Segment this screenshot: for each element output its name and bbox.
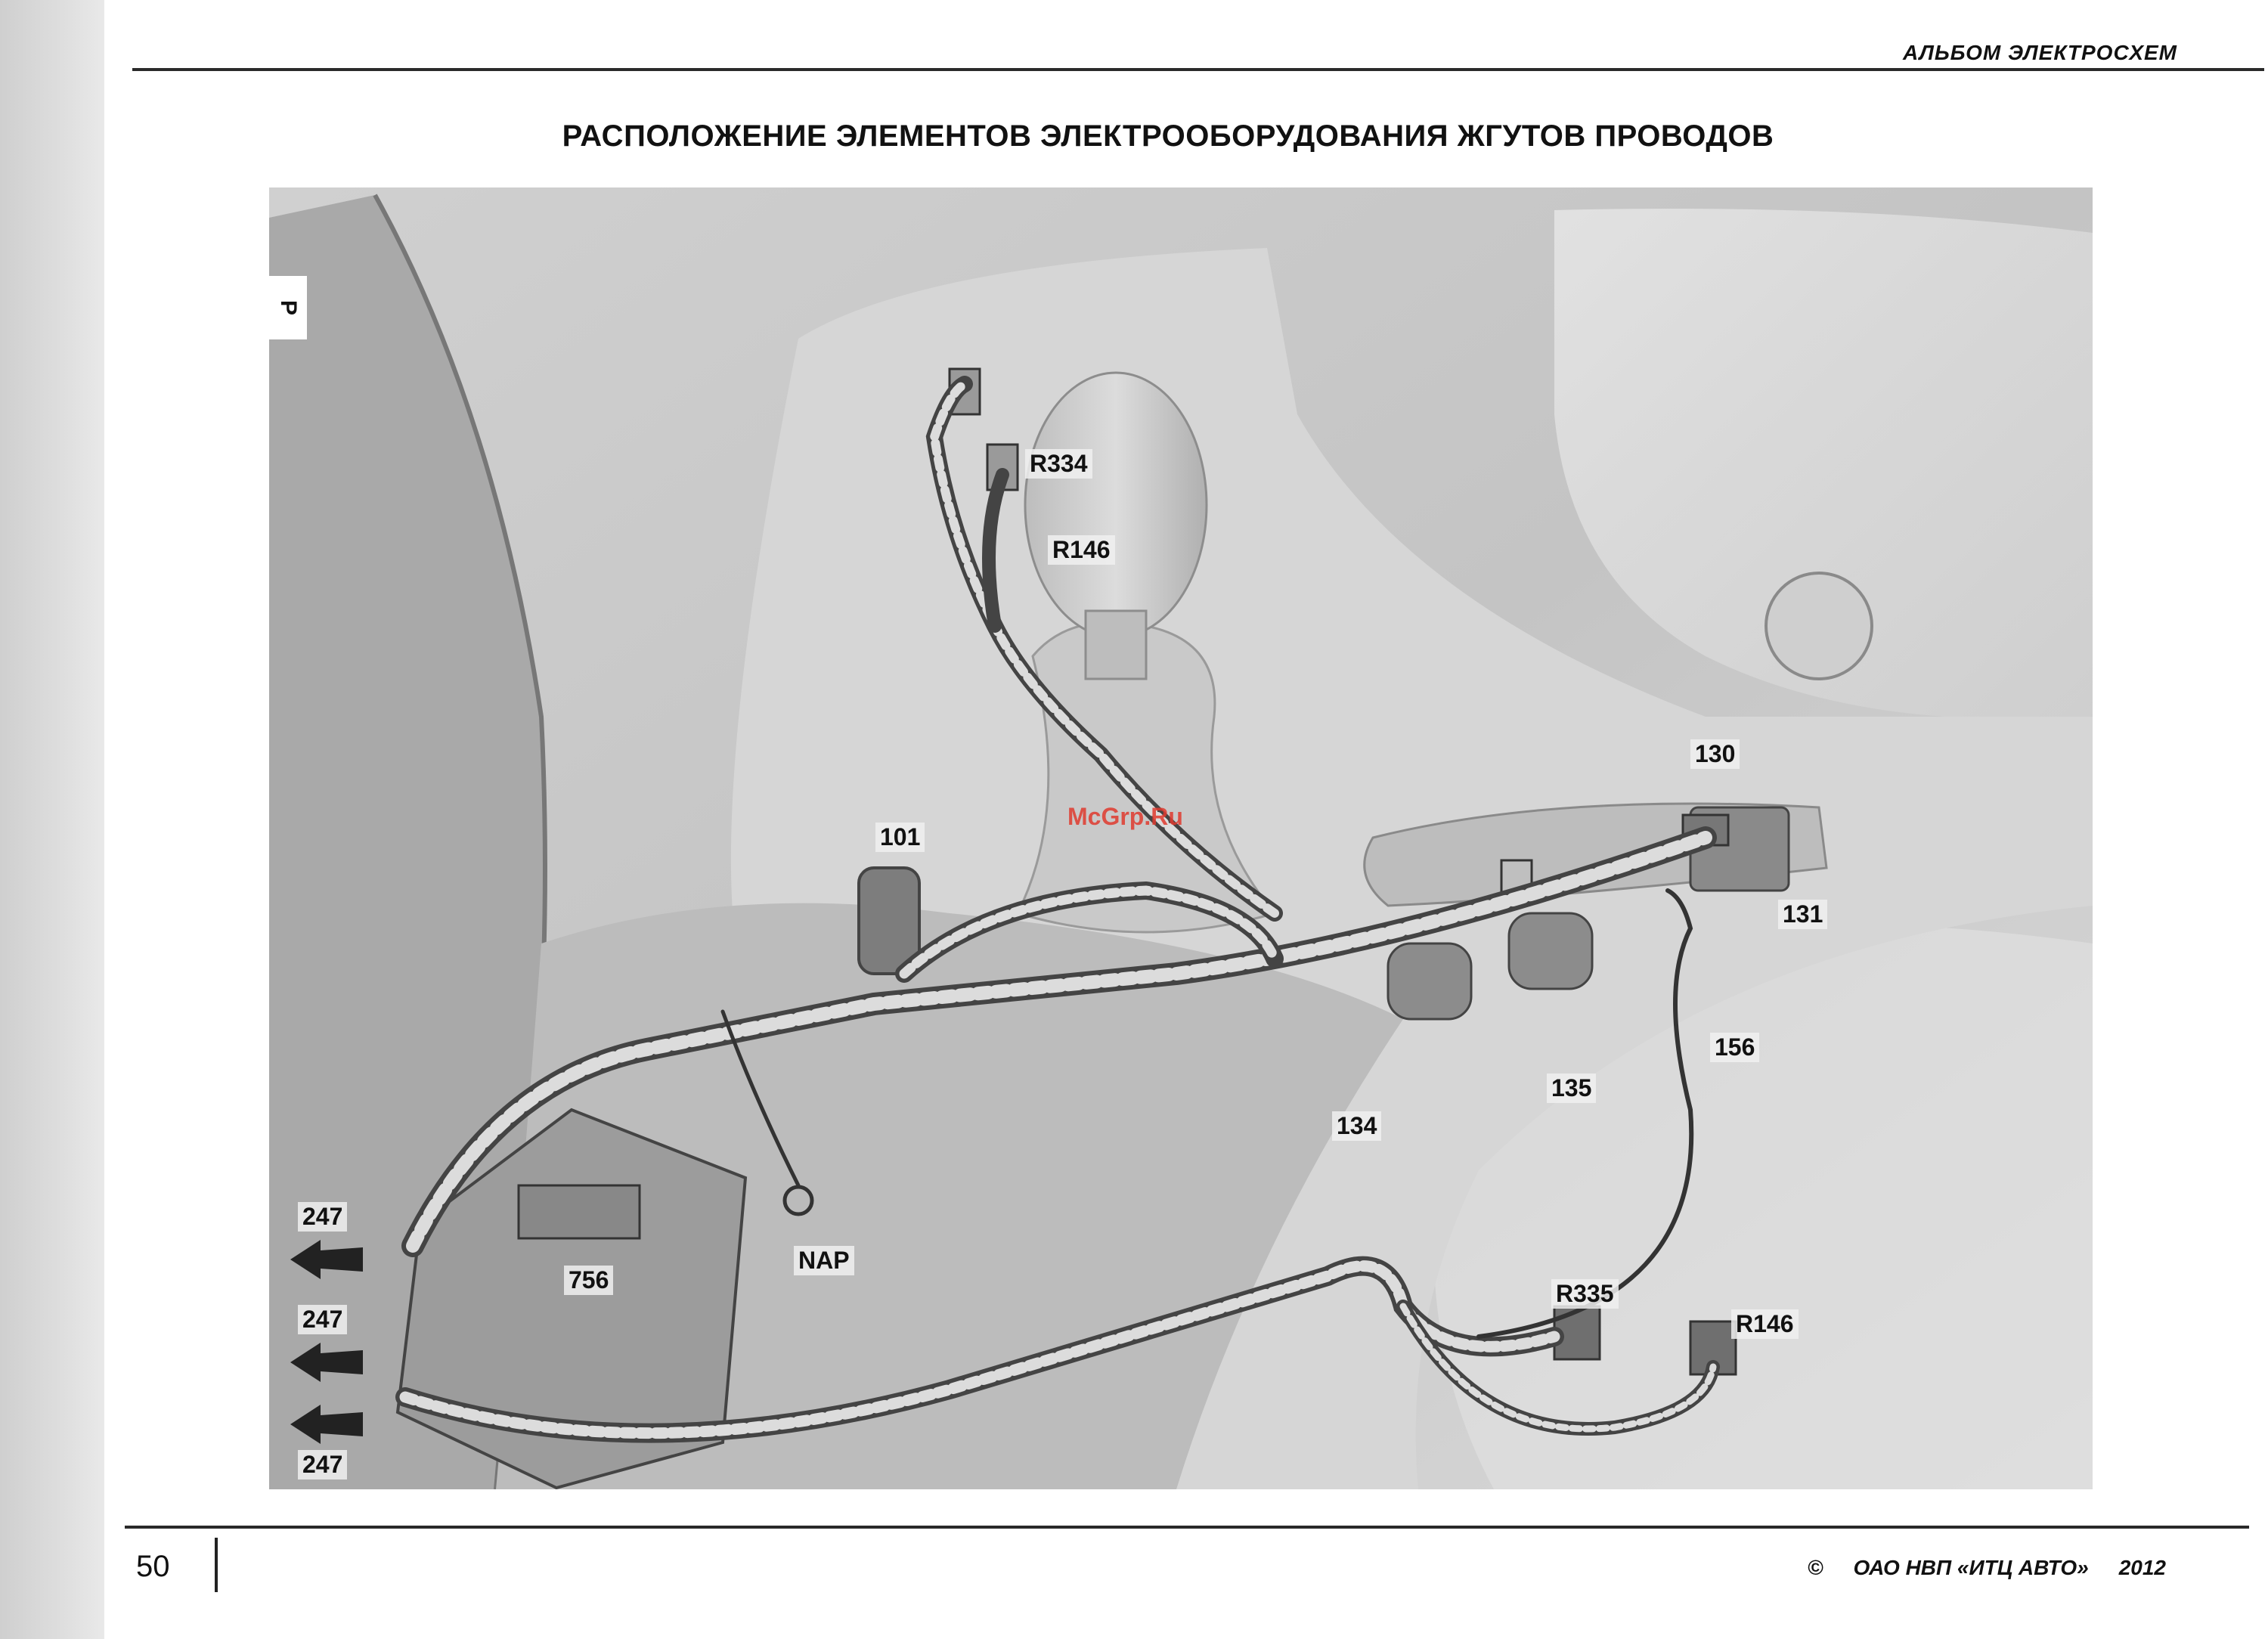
callout-r335: R335 xyxy=(1551,1279,1619,1309)
callout-r146-top: R146 xyxy=(1048,535,1115,565)
copyright-line: © ОАО НВП «ИТЦ АВТО» 2012 xyxy=(1797,1556,2166,1580)
callout-r334: R334 xyxy=(1025,449,1092,479)
callout-130: 130 xyxy=(1690,739,1740,770)
page-title: РАСПОЛОЖЕНИЕ ЭЛЕМЕНТОВ ЭЛЕКТРООБОРУДОВАН… xyxy=(562,119,1774,153)
arrow-label-247-1: 247 xyxy=(298,1202,348,1232)
callout-131: 131 xyxy=(1778,900,1828,930)
callout-134: 134 xyxy=(1332,1111,1382,1142)
header-rule xyxy=(132,68,2264,71)
year: 2012 xyxy=(2118,1556,2166,1579)
callout-756: 756 xyxy=(564,1266,614,1296)
callout-101: 101 xyxy=(875,823,925,853)
page-number: 50 xyxy=(136,1550,170,1583)
left-arrow-icon xyxy=(290,1405,363,1444)
callout-156: 156 xyxy=(1710,1033,1760,1063)
callout-135: 135 xyxy=(1547,1074,1597,1104)
left-arrow-icon xyxy=(290,1240,363,1279)
wiring-harness-illustration: Р R334 R146 101 130 131 156 135 134 NAP … xyxy=(269,187,2093,1490)
callout-r146-bottom: R146 xyxy=(1731,1309,1799,1340)
left-arrow-icon xyxy=(290,1343,363,1382)
watermark: McGrp.Ru xyxy=(1067,803,1183,830)
arrow-label-247-3: 247 xyxy=(298,1450,348,1480)
album-label: АЛЬБОМ ЭЛЕКТРОСХЕМ xyxy=(1903,41,2177,64)
copyright-symbol: © xyxy=(1807,1556,1823,1579)
callout-nap: NAP xyxy=(794,1246,854,1276)
page-number-divider xyxy=(215,1538,218,1592)
page-spine-shadow xyxy=(0,0,104,1639)
publisher: ОАО НВП «ИТЦ АВТО» xyxy=(1853,1556,2089,1579)
side-tab: Р xyxy=(269,276,307,339)
harness-drawing xyxy=(269,187,2093,1490)
footer-rule xyxy=(125,1526,2249,1529)
arrow-label-247-2: 247 xyxy=(298,1305,348,1335)
